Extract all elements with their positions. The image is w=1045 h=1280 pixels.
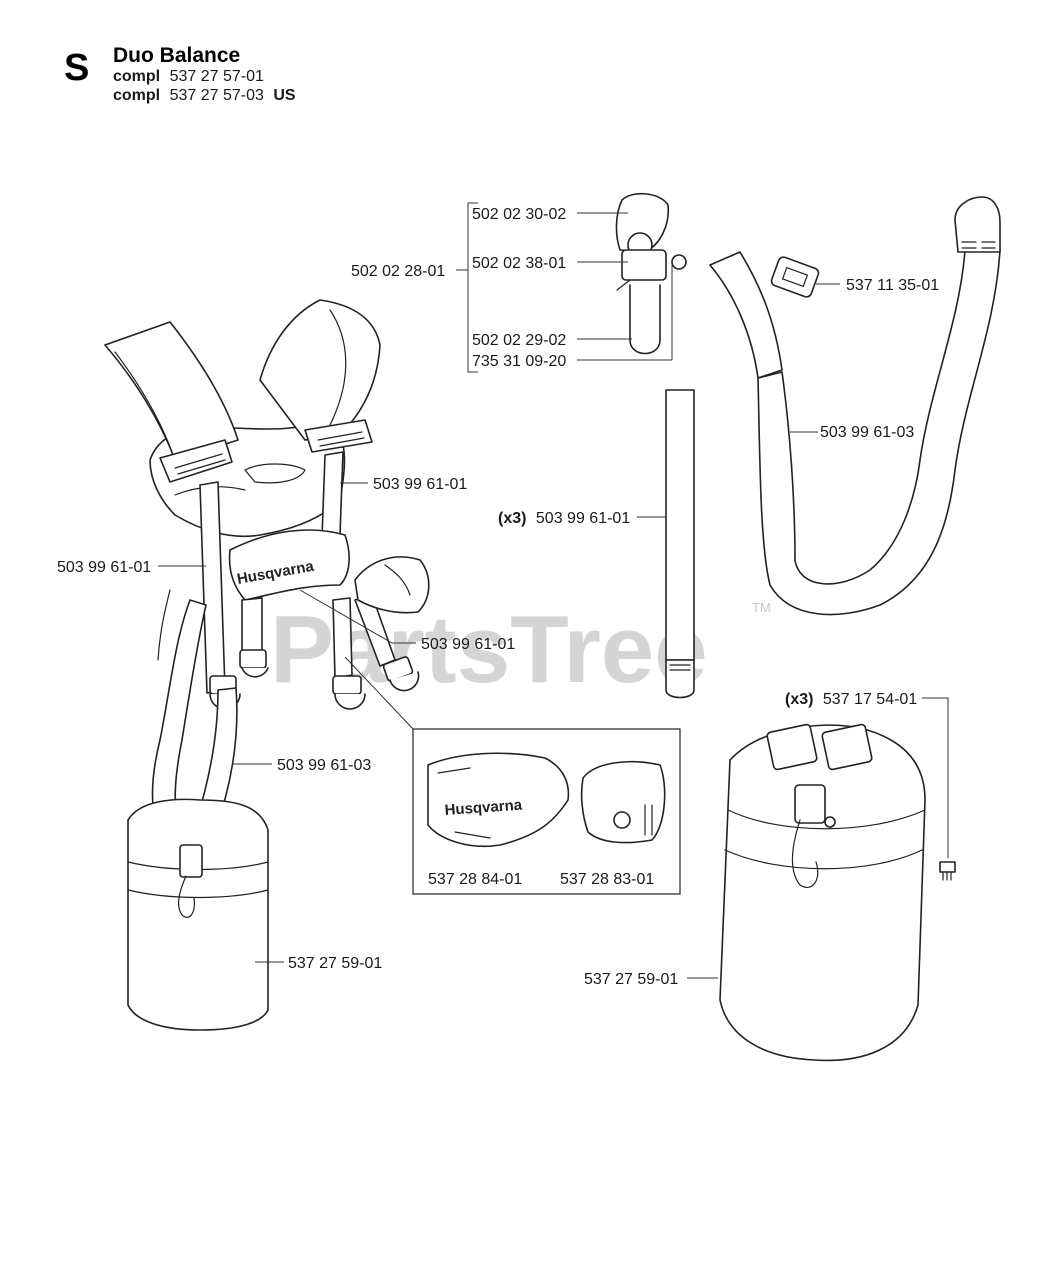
label-pad-side: 537 28 83-01	[560, 871, 654, 888]
loose-strap-illustration	[665, 389, 695, 699]
hip-pad-right-clip	[794, 784, 826, 824]
hip-pad-right	[719, 724, 926, 1062]
buckle-slot	[781, 266, 809, 288]
hip-pad-left-clip	[179, 844, 203, 878]
side-pad	[354, 556, 430, 614]
compl-line-2: compl 537 27 57-03 US	[113, 87, 296, 104]
inset-logo: Husqvarna	[444, 797, 523, 819]
label-harness-strap-left: 503 99 61-01	[57, 559, 151, 576]
label-hook-cap: 502 02 30-02	[472, 206, 566, 223]
strap-drop-a	[241, 597, 263, 658]
strap-loop-d	[389, 671, 420, 692]
label-harness-long-strap: 503 99 61-03	[277, 757, 371, 774]
long-strap-right-end	[954, 196, 1001, 253]
strap-tab-a	[239, 649, 267, 669]
hip-pad-right-slot-right	[821, 723, 873, 771]
label-buckle: 537 11 35-01	[846, 277, 939, 294]
buckle-illustration	[770, 256, 820, 298]
left-shoulder-strap	[104, 321, 239, 461]
pad-front	[427, 752, 570, 848]
label-harness-strap-top: 503 99 61-01	[373, 476, 467, 493]
right-shoulder-strap	[259, 299, 381, 441]
label-hook-clip: 502 02 29-02	[472, 332, 566, 349]
pad-side	[580, 760, 666, 844]
hook-cap	[615, 192, 670, 253]
compl-prefix-1: compl	[113, 68, 160, 85]
compl-prefix-2: compl	[113, 87, 160, 104]
strap-loop-c	[334, 693, 366, 710]
label-pad-front: 537 28 84-01	[428, 871, 522, 888]
label-loose-strap-number: 503 99 61-01	[536, 510, 630, 527]
label-hook-pin: 735 31 09-20	[472, 353, 566, 370]
hook-pin-head	[671, 254, 687, 270]
label-screw-number: 537 17 54-01	[823, 691, 917, 708]
hook-body	[621, 249, 667, 281]
hip-pad-right-slot-left	[766, 723, 818, 771]
hip-pad-left-illustration	[127, 798, 269, 1031]
hip-pad-left	[127, 798, 269, 1031]
compl-line-1: compl 537 27 57-01	[113, 68, 264, 85]
label-loose-strap-qty: (x3)	[498, 510, 526, 527]
hip-pad-right-screw-head	[824, 816, 836, 828]
page-title: Duo Balance	[113, 44, 240, 67]
label-hook-body: 502 02 38-01	[472, 255, 566, 272]
hip-pad-right-illustration	[719, 723, 956, 1062]
compl-suffix-2: US	[273, 87, 296, 104]
label-hip-pad-right: 537 27 59-01	[584, 971, 678, 988]
right-vertical-strap	[321, 451, 344, 539]
pad-detail-inset: Husqvarna 537 28 84-01 537 28 83-01	[344, 656, 681, 895]
section-letter: S	[64, 47, 89, 89]
leader-lines	[158, 202, 949, 979]
hook-illustration	[615, 192, 687, 355]
long-strap-right-upper	[709, 251, 783, 379]
buckle	[770, 256, 820, 298]
label-hook-group: 502 02 28-01	[351, 263, 445, 280]
label-long-strap-right: 503 99 61-03	[820, 424, 914, 441]
hip-belt	[228, 529, 350, 601]
header: S Duo Balance compl 537 27 57-01 compl 5…	[64, 44, 296, 104]
label-hip-pad-left: 537 27 59-01	[288, 955, 382, 972]
strap-drop-c	[332, 597, 353, 679]
screw	[939, 861, 956, 873]
label-loose-strap: (x3) 503 99 61-01	[498, 510, 630, 527]
hook-clip	[629, 284, 661, 355]
compl-number-2: 537 27 57-03	[170, 87, 264, 104]
label-screw-qty: (x3)	[785, 691, 813, 708]
label-harness-strap-mid: 503 99 61-01	[421, 636, 515, 653]
harness-illustration: Husqvarna	[104, 299, 430, 841]
strap-tab-c	[332, 675, 362, 695]
pad-side-hole	[613, 811, 631, 829]
label-screw: (x3) 537 17 54-01	[785, 691, 917, 708]
trademark-mark: TM	[752, 600, 771, 615]
part-labels: 502 02 28-01 502 02 30-02 502 02 38-01 5…	[57, 206, 939, 988]
loose-strap	[665, 389, 695, 661]
strap-loop-a	[241, 667, 269, 678]
left-strap-connector	[159, 439, 233, 483]
compl-number-1: 537 27 57-01	[170, 68, 264, 85]
inset-pointer	[344, 656, 414, 730]
long-strap-right	[757, 249, 1001, 616]
long-strap-right-illustration	[709, 196, 1001, 616]
loose-strap-end	[665, 659, 695, 699]
